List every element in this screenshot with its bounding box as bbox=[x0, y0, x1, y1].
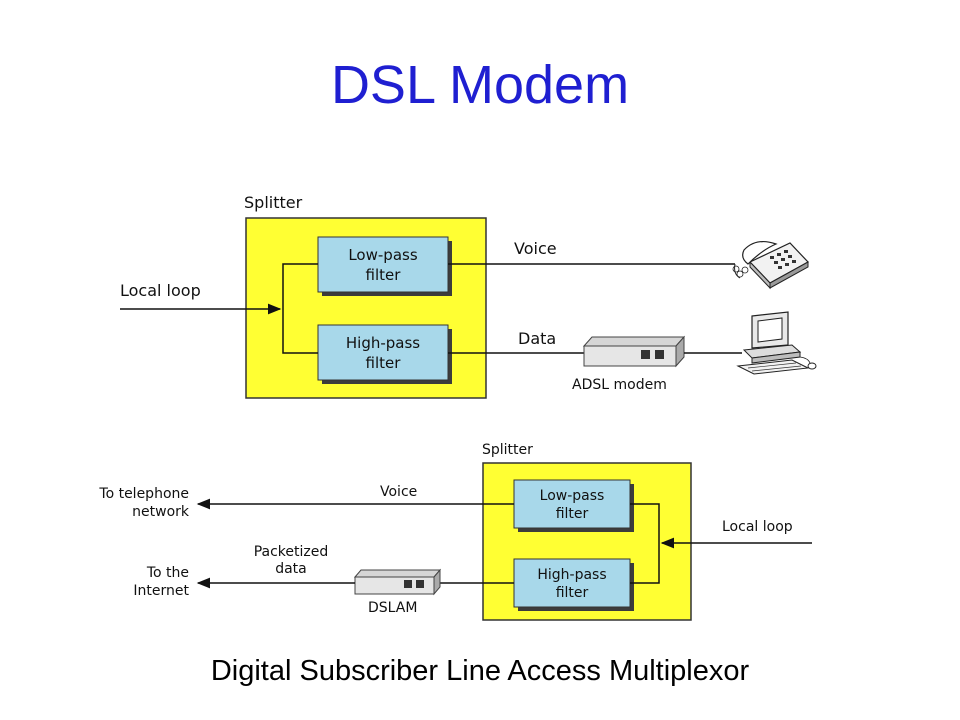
bottom-high-pass-line2: filter bbox=[556, 585, 589, 601]
bottom-diagram: Splitter Low-pass filter High-pass filte… bbox=[98, 442, 812, 621]
top-internal-branch bbox=[282, 263, 318, 354]
bottom-low-pass-line2: filter bbox=[556, 506, 589, 522]
packetized-line2: data bbox=[275, 561, 307, 577]
top-adsl-modem-label: ADSL modem bbox=[572, 377, 667, 393]
top-splitter-label: Splitter bbox=[244, 193, 303, 212]
top-data-label: Data bbox=[518, 329, 556, 348]
computer-icon bbox=[736, 311, 817, 375]
adsl-modem-icon bbox=[582, 335, 686, 368]
top-local-loop-label: Local loop bbox=[120, 281, 201, 300]
to-internet-line1: To the bbox=[146, 565, 189, 581]
to-telephone-line1: To telephone bbox=[98, 486, 189, 502]
packetized-line1: Packetized bbox=[254, 544, 329, 560]
telephone-icon bbox=[732, 240, 809, 290]
slide-title: DSL Modem bbox=[330, 55, 630, 115]
slide-subtitle: Digital Subscriber Line Access Multiplex… bbox=[210, 655, 750, 687]
top-diagram: Splitter Low-pass filter High-pass filte… bbox=[120, 193, 817, 399]
dslam-label: DSLAM bbox=[368, 600, 417, 616]
bottom-voice-label: Voice bbox=[380, 484, 417, 500]
bottom-local-loop-label: Local loop bbox=[722, 519, 793, 535]
bottom-high-pass-line1: High-pass bbox=[537, 567, 606, 583]
top-low-pass-line2: filter bbox=[366, 266, 402, 284]
bottom-internal-branch bbox=[630, 503, 660, 584]
top-low-pass-line1: Low-pass bbox=[348, 246, 417, 264]
dslam-icon bbox=[353, 568, 442, 596]
to-internet-line2: Internet bbox=[133, 583, 189, 599]
top-high-pass-line1: High-pass bbox=[346, 334, 420, 352]
bottom-low-pass-line1: Low-pass bbox=[540, 488, 605, 504]
top-high-pass-filter bbox=[317, 324, 449, 381]
bottom-splitter-label: Splitter bbox=[482, 442, 533, 458]
bottom-high-pass-filter bbox=[513, 558, 631, 608]
top-low-pass-filter bbox=[317, 236, 449, 293]
top-high-pass-line2: filter bbox=[366, 354, 402, 372]
to-telephone-line2: network bbox=[132, 504, 190, 520]
bottom-low-pass-filter bbox=[513, 479, 631, 529]
top-voice-label: Voice bbox=[514, 239, 557, 258]
